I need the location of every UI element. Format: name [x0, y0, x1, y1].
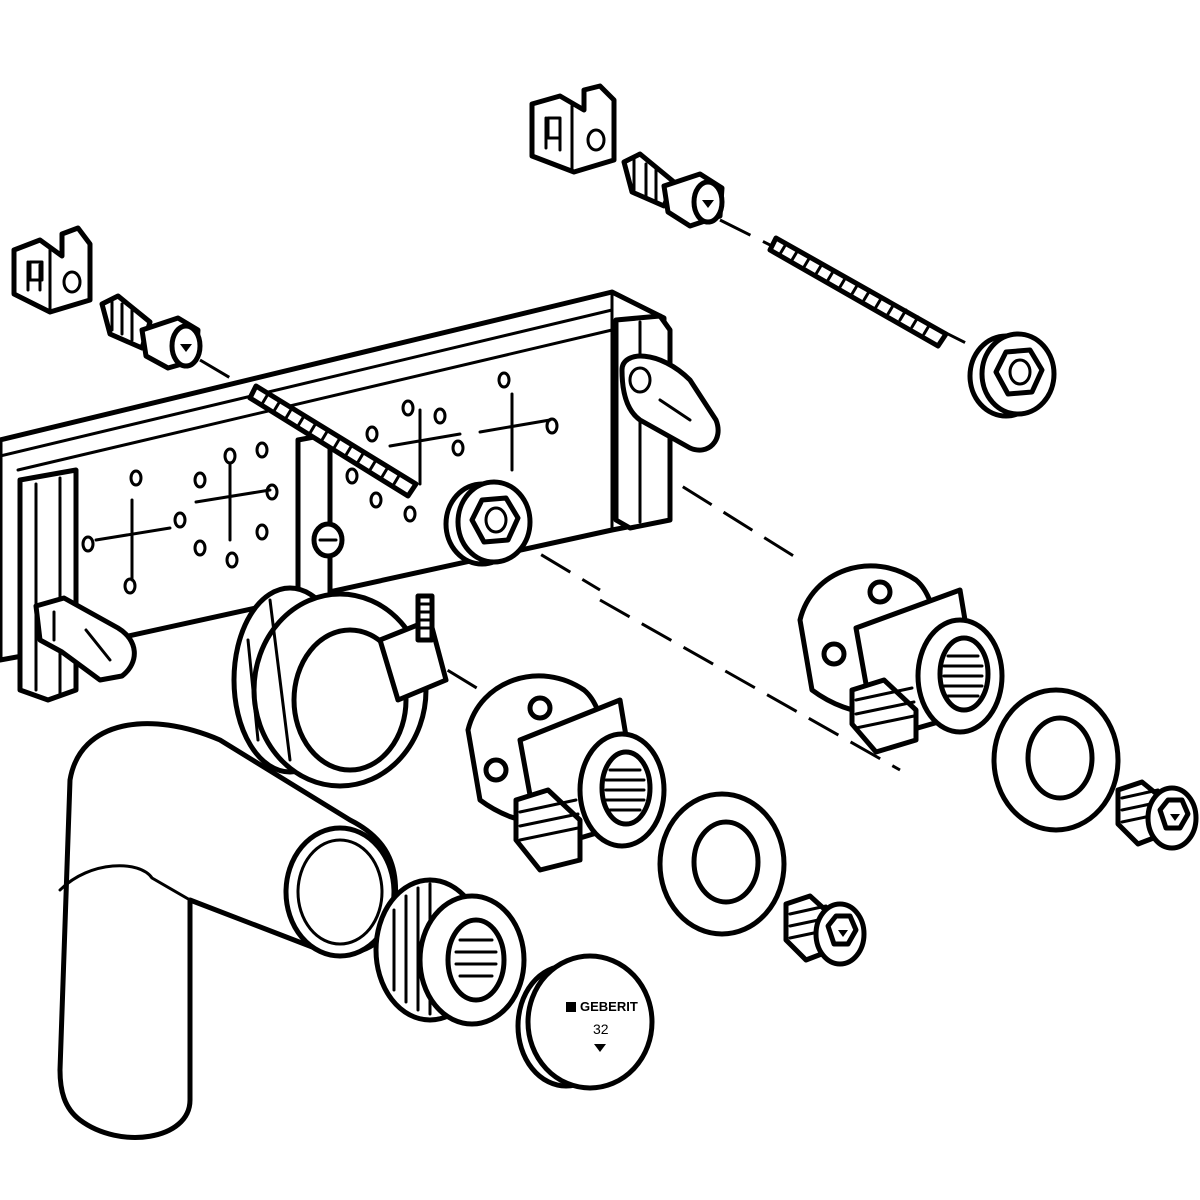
wall-clip-left	[11, 225, 93, 315]
end-cap: GEBERIT 32	[515, 953, 655, 1091]
rail-holes	[81, 371, 559, 595]
wall-elbow-right	[797, 563, 1005, 755]
gasket-ring-right	[991, 687, 1121, 833]
threaded-adapter	[373, 877, 527, 1027]
washer-nut-center	[443, 479, 533, 567]
geberit-logo-square	[566, 1002, 576, 1012]
cap-brand-label: GEBERIT	[580, 999, 638, 1014]
test-plug-center	[783, 893, 867, 967]
wall-anchor-left	[99, 293, 203, 371]
pipe-clamp	[231, 585, 449, 789]
wall-elbow-left	[465, 673, 667, 873]
arrow-icon	[594, 1044, 606, 1052]
threaded-rod-right	[767, 235, 949, 349]
cap-size-label: 32	[593, 1021, 609, 1037]
test-plug-right	[1115, 779, 1199, 851]
threaded-rod-center	[247, 383, 419, 499]
rail-end-clip-right	[619, 353, 721, 453]
wall-clip-right	[529, 83, 617, 175]
rail-end-clip-left	[33, 595, 137, 683]
pipe-bend	[57, 721, 399, 1140]
washer-nut-right	[967, 331, 1057, 419]
gasket-ring-center	[657, 791, 787, 937]
wall-anchor-right	[621, 151, 725, 229]
